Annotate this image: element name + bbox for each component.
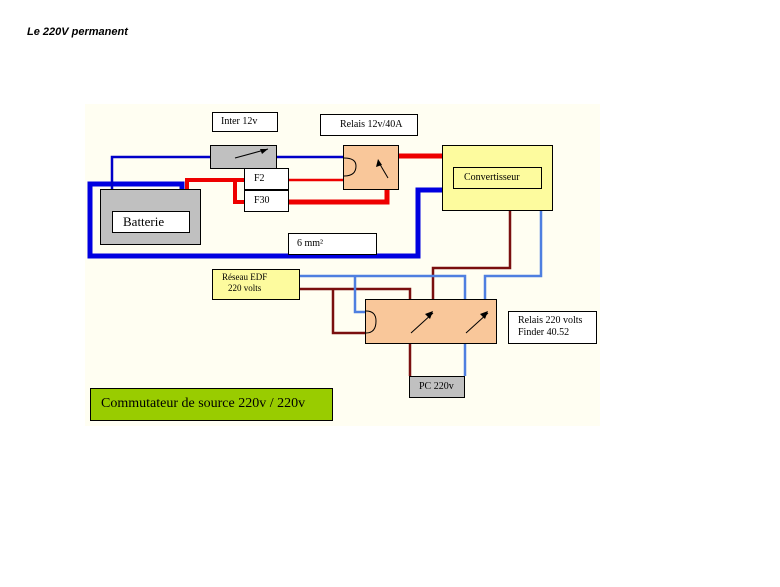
wire-converter-neutral [483, 211, 543, 306]
relay-12v-label: Relais 12v/40A [320, 114, 418, 136]
wire-positive-f30-in [233, 180, 245, 204]
fuse-f2-label: F2 [254, 173, 265, 184]
battery-label: Batterie [112, 211, 190, 233]
switch-12v-label: Inter 12v [212, 112, 278, 132]
grid-label-line1: Réseau EDF [222, 272, 268, 282]
pc-load: PC 220v [409, 376, 465, 398]
wire-negative-switch [110, 155, 233, 201]
relay-220v-label-line1: Relais 220 volts [518, 315, 583, 326]
relay-220v [365, 299, 497, 344]
wire-converter-phase [431, 211, 512, 306]
switch-lever-icon [234, 148, 269, 159]
grid-label-line2: 220 volts [228, 283, 262, 293]
relay-220v-symbol [366, 310, 489, 334]
diagram-title: Commutateur de source 220v / 220v [90, 388, 333, 421]
wiring-diagram: Batterie Inter 12v F2 F30 Relais 12v/40A… [85, 104, 600, 426]
converter: Convertisseur [442, 145, 553, 211]
relay-12v [343, 145, 399, 190]
cable-section-label: 6 mm² [288, 233, 377, 255]
converter-label: Convertisseur [453, 167, 542, 189]
fuse-f30: F30 [244, 190, 289, 212]
switch-12v[interactable] [210, 145, 277, 169]
relay-220v-label: Relais 220 volts Finder 40.52 [508, 311, 597, 344]
wire-negative-main [87, 181, 443, 259]
wire-grid-phase-coil [331, 289, 370, 335]
relay-12v-symbol [344, 157, 389, 179]
page-title: Le 220V permanent [27, 26, 128, 38]
fuse-f2: F2 [244, 168, 289, 190]
battery: Batterie [100, 189, 201, 245]
fuse-f30-label: F30 [254, 195, 270, 206]
relay-220v-label-line2: Finder 40.52 [518, 327, 570, 338]
grid-source: Réseau EDF 220 volts [212, 269, 300, 300]
